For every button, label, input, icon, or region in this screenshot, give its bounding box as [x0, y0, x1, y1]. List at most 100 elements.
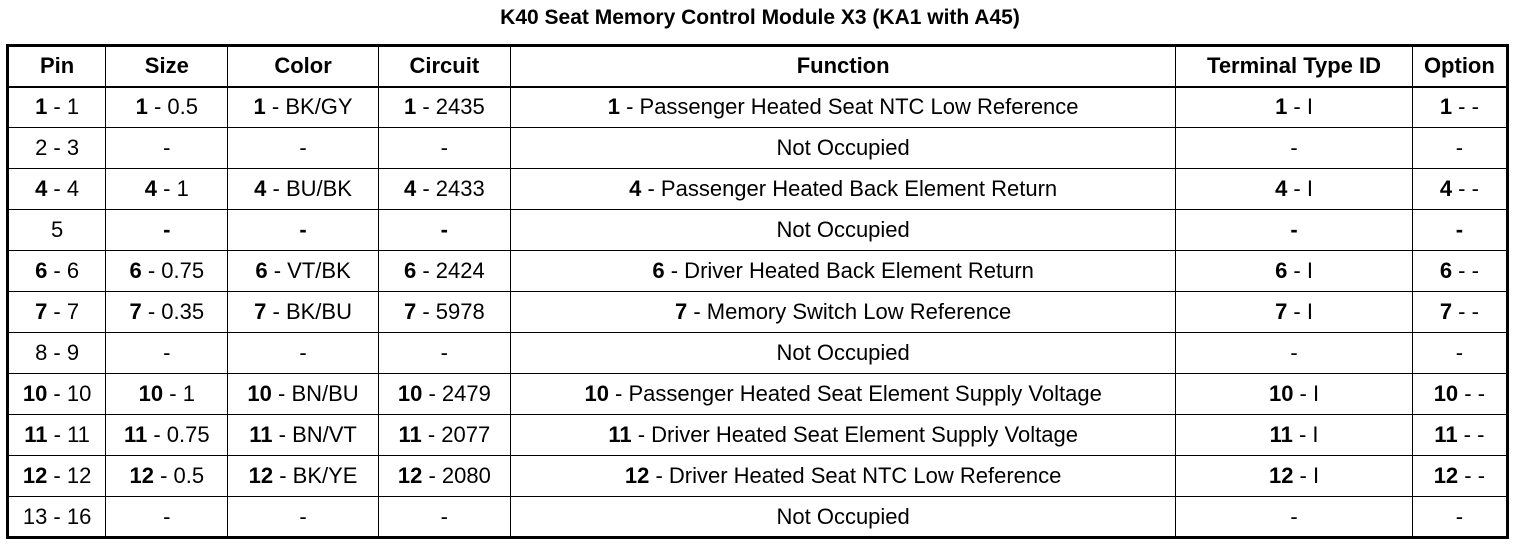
column-header-circuit: Circuit — [377, 45, 511, 88]
cell-color-index: 4 — [254, 176, 267, 201]
cell-terminal-type-id-index: 12 — [1268, 463, 1294, 488]
cell-function-value: - Passenger Heated Seat NTC Low Referenc… — [619, 94, 1079, 120]
cell-terminal-type-id-value: - — [1290, 503, 1298, 529]
cell-circuit-value: - 2080 — [422, 463, 491, 488]
cell-size-index: 6 — [129, 258, 142, 283]
cell-color: 7 - BK/BU — [227, 291, 379, 333]
cell-function: Not Occupied — [509, 332, 1177, 374]
cell-color: 4 - BU/BK — [227, 168, 379, 210]
cell-color-value: - BK/BU — [266, 299, 352, 324]
cell-pin: 7 - 7 — [6, 291, 107, 333]
cell-option-index: 10 — [1433, 381, 1459, 406]
cell-option: - — [1411, 127, 1509, 169]
cell-color-value: - — [299, 135, 307, 160]
table-row: 2 - 3---Not Occupied-- — [6, 127, 1509, 169]
cell-function-index: 7 — [675, 299, 688, 324]
cell-terminal-type-id: - — [1175, 496, 1413, 538]
cell-pin-index: 12 — [22, 463, 48, 488]
cell-function-value: - Passenger Heated Seat Element Supply V… — [608, 381, 1102, 406]
cell-terminal-type-id-index: 11 — [1269, 422, 1293, 447]
header-row: Pin Size Color Circuit Function Terminal… — [6, 45, 1509, 88]
cell-pin-value: 2 - 3 — [35, 135, 80, 160]
cell-function-value: Not Occupied — [776, 135, 910, 160]
cell-pin-value: - 7 — [47, 299, 80, 324]
cell-function: 6 - Driver Heated Back Element Return — [509, 250, 1177, 292]
cell-color: - — [227, 127, 379, 169]
cell-option: 1 - - — [1411, 86, 1509, 128]
cell-circuit: 6 - 2424 — [377, 250, 511, 292]
cell-option-value: - - — [1452, 176, 1479, 201]
cell-option-value: - - — [1452, 258, 1479, 283]
table-row: 8 - 9---Not Occupied-- — [6, 332, 1509, 374]
cell-terminal-type-id: 11 - I — [1175, 414, 1413, 456]
cell-function-index: 1 — [607, 94, 620, 120]
cell-terminal-type-id-value: - I — [1287, 176, 1313, 201]
cell-terminal-type-id-index: 10 — [1268, 381, 1294, 406]
cell-function-index: 6 — [652, 258, 665, 283]
cell-size: 10 - 1 — [105, 373, 229, 415]
cell-circuit: 1 - 2435 — [377, 86, 511, 128]
cell-terminal-type-id: 4 - I — [1175, 168, 1413, 210]
cell-circuit: - — [377, 332, 511, 374]
cell-pin: 1 - 1 — [6, 86, 107, 128]
cell-option-value: - - — [1452, 94, 1479, 120]
cell-terminal-type-id: 6 - I — [1175, 250, 1413, 292]
cell-function-value: Not Occupied — [776, 217, 910, 242]
cell-size: - — [105, 127, 229, 169]
cell-color-value: - — [299, 340, 307, 365]
cell-circuit-value: - 2479 — [422, 381, 491, 406]
cell-option-index: 6 — [1439, 258, 1453, 283]
cell-size-value: - — [163, 135, 171, 160]
cell-option: 10 - - — [1411, 373, 1509, 415]
cell-size: - — [105, 332, 229, 374]
cell-size: 1 - 0.5 — [105, 86, 229, 128]
cell-pin: 6 - 6 — [6, 250, 107, 292]
cell-color-index: - — [299, 217, 307, 242]
cell-option: - — [1411, 209, 1509, 251]
cell-function-value: - Passenger Heated Back Element Return — [641, 176, 1058, 201]
cell-color-value: - BN/BU — [271, 381, 359, 406]
cell-circuit-index: 6 — [403, 258, 417, 283]
cell-option: - — [1411, 332, 1509, 374]
cell-function: 7 - Memory Switch Low Reference — [509, 291, 1177, 333]
cell-pin: 2 - 3 — [6, 127, 107, 169]
cell-function: 10 - Passenger Heated Seat Element Suppl… — [509, 373, 1177, 415]
cell-size: - — [105, 209, 229, 251]
cell-pin-index: 4 — [35, 176, 48, 201]
cell-color: 11 - BN/VT — [227, 414, 379, 456]
cell-terminal-type-id: 12 - I — [1175, 455, 1413, 497]
column-header-option: Option — [1411, 45, 1509, 88]
cell-terminal-type-id-value: - I — [1287, 94, 1313, 120]
cell-size-value: - 0.5 — [153, 463, 205, 488]
cell-pin-value: - 12 — [47, 463, 92, 488]
pinout-table: Pin Size Color Circuit Function Terminal… — [6, 44, 1509, 539]
cell-circuit: - — [377, 209, 511, 251]
cell-option-value: - - — [1458, 463, 1486, 488]
table-row: 5---Not Occupied-- — [6, 209, 1509, 251]
cell-option: 7 - - — [1411, 291, 1509, 333]
cell-circuit-index: 4 — [403, 176, 417, 201]
cell-option: 11 - - — [1411, 414, 1509, 456]
column-header-color: Color — [227, 45, 379, 88]
cell-pin: 13 - 16 — [6, 496, 107, 538]
cell-terminal-type-id: - — [1175, 209, 1413, 251]
cell-pin-index: 10 — [22, 381, 48, 406]
cell-option-value: - — [1455, 340, 1464, 365]
cell-option: 6 - - — [1411, 250, 1509, 292]
cell-size-value: - — [163, 503, 171, 529]
cell-pin: 11 - 11 — [6, 414, 107, 456]
cell-circuit: 7 - 5978 — [377, 291, 511, 333]
cell-terminal-type-id-value: - — [1290, 135, 1298, 160]
cell-circuit-value: - 2435 — [416, 94, 485, 120]
cell-color-index: 11 — [249, 422, 273, 447]
cell-pin-index: 7 — [35, 299, 48, 324]
cell-option: 4 - - — [1411, 168, 1509, 210]
cell-circuit-value: - 2433 — [416, 176, 485, 201]
cell-pin: 12 - 12 — [6, 455, 107, 497]
cell-size: 12 - 0.5 — [105, 455, 229, 497]
cell-color: 10 - BN/BU — [227, 373, 379, 415]
cell-size: - — [105, 496, 229, 538]
cell-color-value: - BN/VT — [272, 422, 357, 447]
cell-size-value: - — [163, 340, 171, 365]
